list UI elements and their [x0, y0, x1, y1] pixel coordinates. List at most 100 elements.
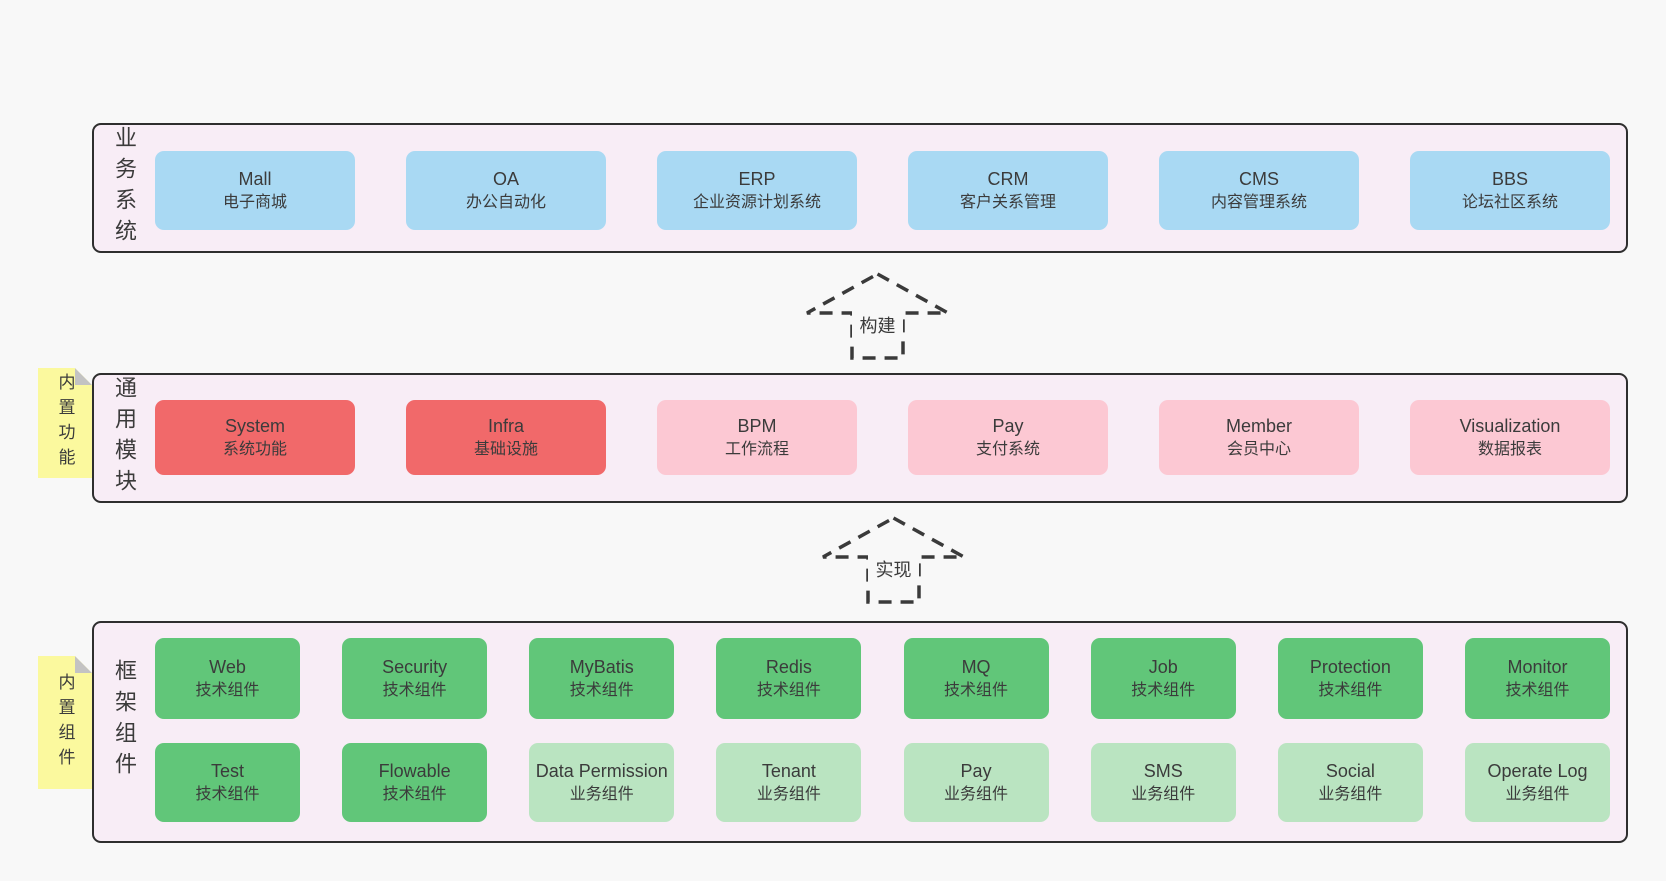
box-subtitle: 技术组件: [944, 682, 1009, 699]
box-title: Mall: [238, 169, 272, 189]
box-subtitle: 系统功能: [222, 441, 287, 458]
band-modules-label: 通用模块: [112, 376, 137, 500]
box-oa: OA 办公自动化: [406, 151, 606, 230]
box-subtitle: 技术组件: [569, 682, 634, 699]
box-title: Operate Log: [1487, 761, 1588, 781]
box-subtitle: 技术组件: [382, 786, 447, 803]
box-title: BPM: [737, 416, 777, 436]
band-components-label: 框架组件: [112, 659, 137, 783]
box-subtitle: 办公自动化: [465, 194, 546, 211]
modules-box-row: System 系统功能 Infra 基础设施 BPM 工作流程 Pay 支付系统…: [155, 400, 1610, 475]
box-subtitle: 客户关系管理: [959, 194, 1056, 211]
box-protection: Protection 技术组件: [1277, 638, 1423, 719]
box-tenant: Tenant 业务组件: [716, 743, 862, 822]
box-subtitle: 技术组件: [1131, 682, 1196, 699]
box-title: Data Permission: [535, 761, 668, 781]
arrow-label-bg: [868, 554, 919, 584]
sticky-builtin-features: 内置功能: [38, 368, 92, 478]
arrow-label-bg: [852, 310, 903, 340]
box-mq: MQ 技术组件: [903, 638, 1049, 719]
box-social: Social 业务组件: [1277, 743, 1423, 822]
band-common-modules: 通用模块 System 系统功能 Infra 基础设施 BPM 工作流程 Pay…: [92, 373, 1628, 503]
box-system: System 系统功能: [155, 400, 355, 475]
arrow-label: 构建: [860, 316, 896, 336]
sticky-label: 内置功能: [55, 373, 75, 473]
components-row-1: Web 技术组件 Security 技术组件 MyBatis 技术组件 Redi…: [155, 638, 1610, 719]
arrow-outline: [806, 272, 949, 360]
box-web: Web 技术组件: [155, 638, 300, 719]
box-subtitle: 技术组件: [195, 682, 260, 699]
box-monitor: Monitor 技术组件: [1464, 638, 1610, 719]
box-test: Test 技术组件: [155, 743, 300, 822]
band-business-systems: 业务系统 Mall 电子商城 OA 办公自动化 ERP 企业资源计划系统 CRM…: [92, 123, 1628, 253]
arrow-label: 实现: [876, 560, 912, 580]
box-subtitle: 业务组件: [1505, 786, 1570, 803]
box-pay-component: Pay 业务组件: [903, 743, 1049, 822]
box-infra: Infra 基础设施: [406, 400, 606, 475]
box-title: Tenant: [761, 761, 816, 781]
box-sms: SMS 业务组件: [1090, 743, 1236, 822]
box-subtitle: 技术组件: [382, 682, 447, 699]
box-title: MQ: [961, 657, 991, 677]
box-title: Redis: [765, 657, 812, 677]
box-visualization: Visualization 数据报表: [1410, 400, 1610, 475]
box-member: Member 会员中心: [1159, 400, 1359, 475]
box-title: CMS: [1239, 169, 1279, 189]
box-bbs: BBS 论坛社区系统: [1410, 151, 1610, 230]
box-redis: Redis 技术组件: [716, 638, 862, 719]
sticky-fold-icon: [75, 368, 92, 385]
box-title: CRM: [987, 169, 1029, 189]
box-title: Social: [1325, 761, 1375, 781]
arrow-implement: 实现: [822, 516, 965, 604]
box-title: Pay: [992, 416, 1024, 436]
box-title: Web: [209, 657, 246, 677]
box-title: BBS: [1491, 169, 1529, 189]
box-subtitle: 技术组件: [1505, 682, 1570, 699]
box-subtitle: 技术组件: [756, 682, 821, 699]
band-business-label: 业务系统: [112, 126, 137, 250]
box-title: MyBatis: [569, 657, 634, 677]
box-title: Flowable: [378, 761, 451, 781]
box-subtitle: 企业资源计划系统: [692, 194, 821, 211]
box-subtitle: 论坛社区系统: [1461, 194, 1558, 211]
box-title: Visualization: [1459, 416, 1561, 436]
box-subtitle: 基础设施: [473, 441, 538, 458]
box-operate-log: Operate Log 业务组件: [1464, 743, 1610, 822]
box-subtitle: 业务组件: [1318, 786, 1383, 803]
box-subtitle: 电子商城: [222, 194, 287, 211]
box-title: Pay: [960, 761, 992, 781]
sticky-label: 内置组件: [55, 672, 75, 773]
box-title: OA: [492, 169, 519, 189]
box-subtitle: 业务组件: [756, 786, 821, 803]
box-subtitle: 业务组件: [1131, 786, 1196, 803]
box-title: Test: [210, 761, 244, 781]
box-pay-module: Pay 支付系统: [908, 400, 1108, 475]
box-erp: ERP 企业资源计划系统: [657, 151, 857, 230]
box-data-permission: Data Permission 业务组件: [529, 743, 675, 822]
box-bpm: BPM 工作流程: [657, 400, 857, 475]
box-mybatis: MyBatis 技术组件: [529, 638, 675, 719]
box-mall: Mall 电子商城: [155, 151, 355, 230]
box-subtitle: 数据报表: [1477, 441, 1542, 458]
sticky-builtin-components: 内置组件: [38, 656, 92, 789]
box-subtitle: 业务组件: [569, 786, 634, 803]
box-title: Protection: [1309, 657, 1391, 677]
components-row-2: Test 技术组件 Flowable 技术组件 Data Permission …: [155, 743, 1610, 822]
box-title: Security: [382, 657, 448, 677]
box-title: Job: [1148, 657, 1178, 677]
box-subtitle: 内容管理系统: [1210, 194, 1307, 211]
box-job: Job 技术组件: [1090, 638, 1236, 719]
band-framework-components: 框架组件 Web 技术组件 Security 技术组件 MyBatis 技术组件…: [92, 621, 1628, 843]
box-title: System: [224, 416, 285, 436]
box-subtitle: 业务组件: [944, 786, 1009, 803]
box-subtitle: 技术组件: [1318, 682, 1383, 699]
box-subtitle: 工作流程: [724, 441, 789, 458]
box-title: SMS: [1143, 761, 1183, 781]
box-subtitle: 技术组件: [195, 786, 260, 803]
box-flowable: Flowable 技术组件: [342, 743, 488, 822]
box-subtitle: 会员中心: [1226, 441, 1291, 458]
box-security: Security 技术组件: [342, 638, 488, 719]
arrow-outline: [822, 516, 965, 604]
business-box-row: Mall 电子商城 OA 办公自动化 ERP 企业资源计划系统 CRM 客户关系…: [155, 151, 1610, 230]
box-title: Member: [1225, 416, 1292, 436]
